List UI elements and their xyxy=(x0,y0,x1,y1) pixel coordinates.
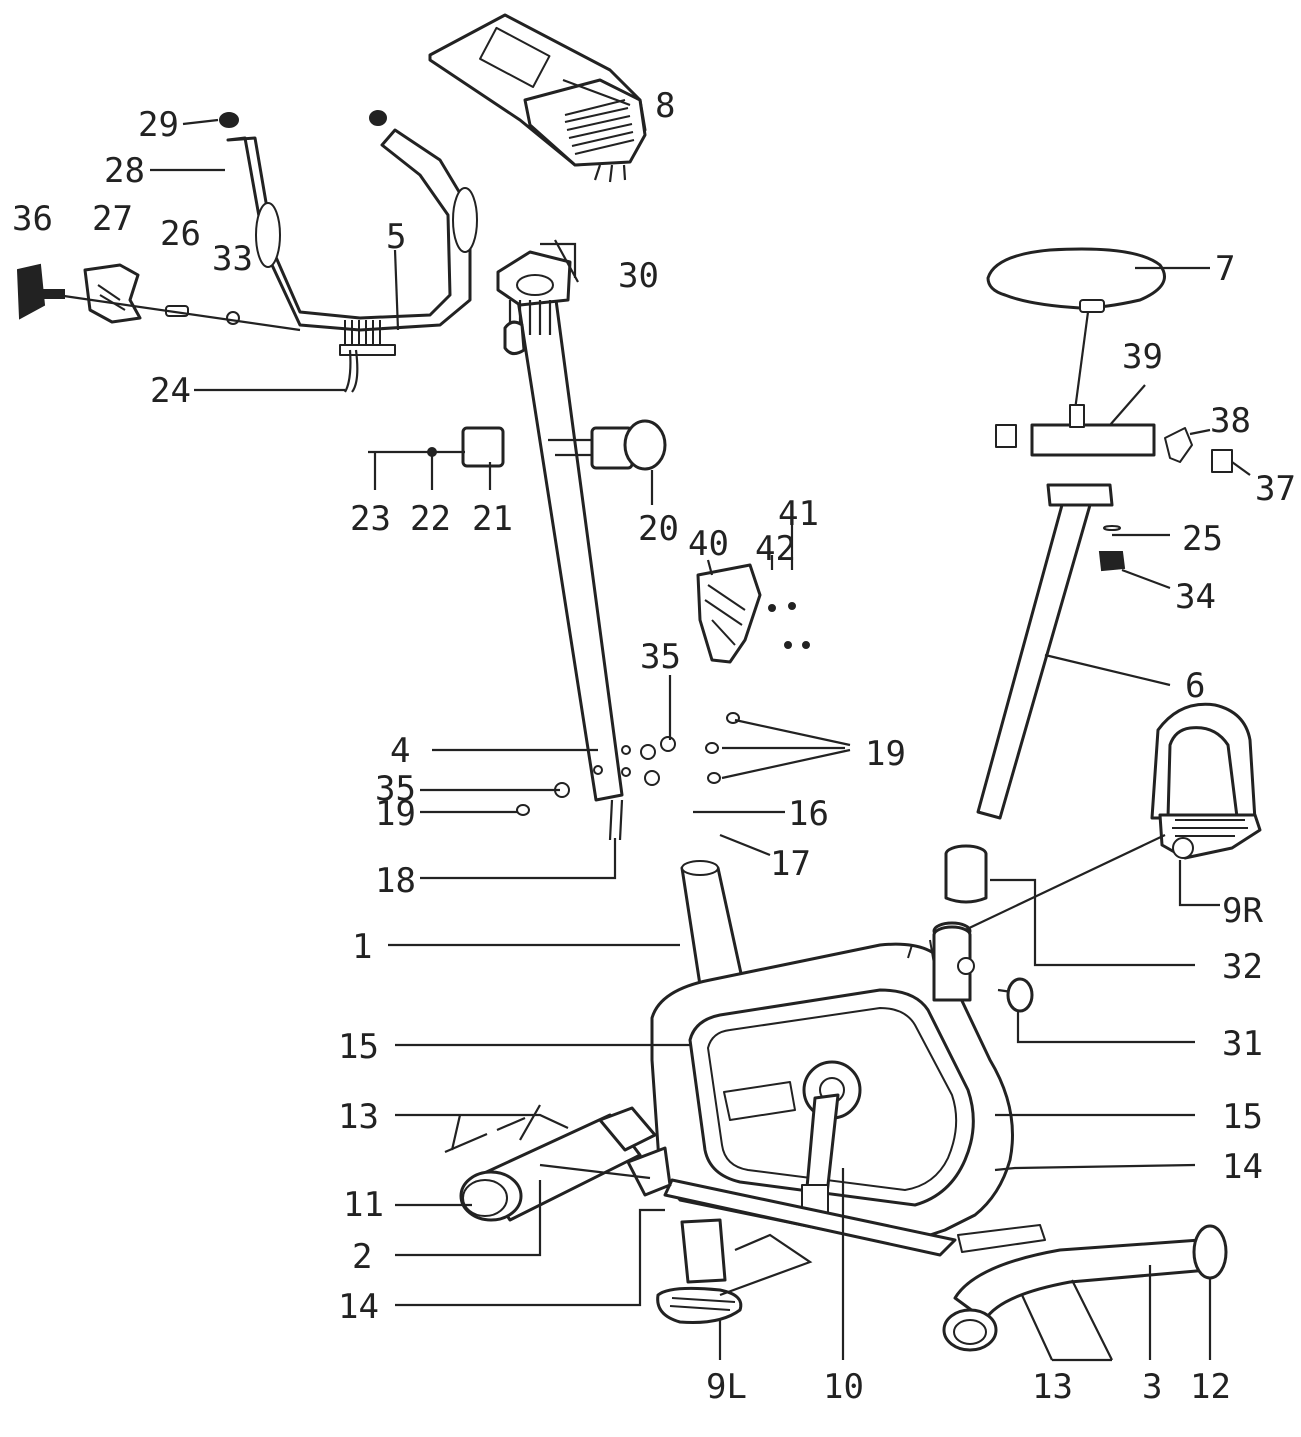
callout-19b: 19 xyxy=(375,794,416,834)
callout-42: 42 xyxy=(755,529,796,569)
callout-40: 40 xyxy=(688,524,729,564)
callout-18: 18 xyxy=(375,861,416,901)
callout-41: 41 xyxy=(778,494,819,534)
callout-7: 7 xyxy=(1215,249,1235,289)
callout-4: 4 xyxy=(390,731,410,771)
callout-6: 6 xyxy=(1185,666,1205,706)
callout-23: 23 xyxy=(350,499,391,539)
callout-27: 27 xyxy=(92,199,133,239)
seat-knob xyxy=(997,977,1034,1013)
callout-17: 17 xyxy=(770,844,811,884)
callout-11: 11 xyxy=(343,1185,384,1225)
callout-5: 5 xyxy=(386,217,406,257)
callout-13a: 13 xyxy=(338,1097,379,1137)
callout-9L: 9L xyxy=(706,1367,747,1407)
callout-labels: 1 2 3 4 5 6 7 8 9L 9R 10 11 12 13 13 14 … xyxy=(12,86,1296,1407)
callout-26: 26 xyxy=(160,214,201,254)
sensor-bracket xyxy=(461,426,505,468)
callout-21: 21 xyxy=(472,499,513,539)
callout-14b: 14 xyxy=(1222,1147,1263,1187)
callout-33: 33 xyxy=(212,239,253,279)
callout-24: 24 xyxy=(150,371,191,411)
callout-32: 32 xyxy=(1222,947,1263,987)
callout-34: 34 xyxy=(1175,577,1216,617)
callout-15a: 15 xyxy=(338,1027,379,1067)
callout-38: 38 xyxy=(1210,401,1251,441)
callout-39: 39 xyxy=(1122,337,1163,377)
callout-8: 8 xyxy=(655,86,675,126)
pedal-left xyxy=(656,1218,743,1324)
callout-20: 20 xyxy=(638,509,679,549)
seat-post xyxy=(976,483,1126,820)
callout-37: 37 xyxy=(1255,469,1296,509)
rear-stabilizer xyxy=(942,1224,1228,1361)
leader-lines xyxy=(150,78,1251,1362)
callout-9R: 9R xyxy=(1222,891,1263,931)
end-cap-right xyxy=(369,110,387,126)
callout-30: 30 xyxy=(618,256,659,296)
callout-25: 25 xyxy=(1182,519,1223,559)
callout-13b: 13 xyxy=(1032,1367,1073,1407)
callout-15b: 15 xyxy=(1222,1097,1263,1137)
bolt-13-left xyxy=(444,1116,526,1154)
main-frame xyxy=(650,860,1014,1257)
callout-12: 12 xyxy=(1190,1367,1231,1407)
callout-29: 29 xyxy=(138,105,179,145)
console-monitor xyxy=(428,13,647,183)
callout-3: 3 xyxy=(1142,1367,1162,1407)
callout-31: 31 xyxy=(1222,1024,1263,1064)
front-stabilizer xyxy=(459,1106,672,1222)
callout-1: 1 xyxy=(352,927,372,967)
callout-14a: 14 xyxy=(338,1287,379,1327)
tension-knob-assembly xyxy=(16,263,301,332)
seat xyxy=(986,247,1166,411)
callout-28: 28 xyxy=(104,151,145,191)
callout-10: 10 xyxy=(823,1367,864,1407)
bottle-holder xyxy=(696,563,810,664)
pedal-right xyxy=(1150,702,1262,860)
handlebar-post xyxy=(496,250,631,841)
callout-35a: 35 xyxy=(640,637,681,677)
callout-22: 22 xyxy=(410,499,451,539)
fan-motor xyxy=(548,419,667,471)
post-bolts xyxy=(516,712,740,816)
callout-36: 36 xyxy=(12,199,53,239)
callout-16: 16 xyxy=(788,794,829,834)
handlebar xyxy=(226,128,478,393)
callout-35b: 35 xyxy=(375,769,416,809)
end-cap xyxy=(219,112,239,128)
callout-19a: 19 xyxy=(865,734,906,774)
seat-sleeve xyxy=(932,844,988,941)
callout-2: 2 xyxy=(352,1237,372,1277)
seat-slider xyxy=(995,404,1233,473)
